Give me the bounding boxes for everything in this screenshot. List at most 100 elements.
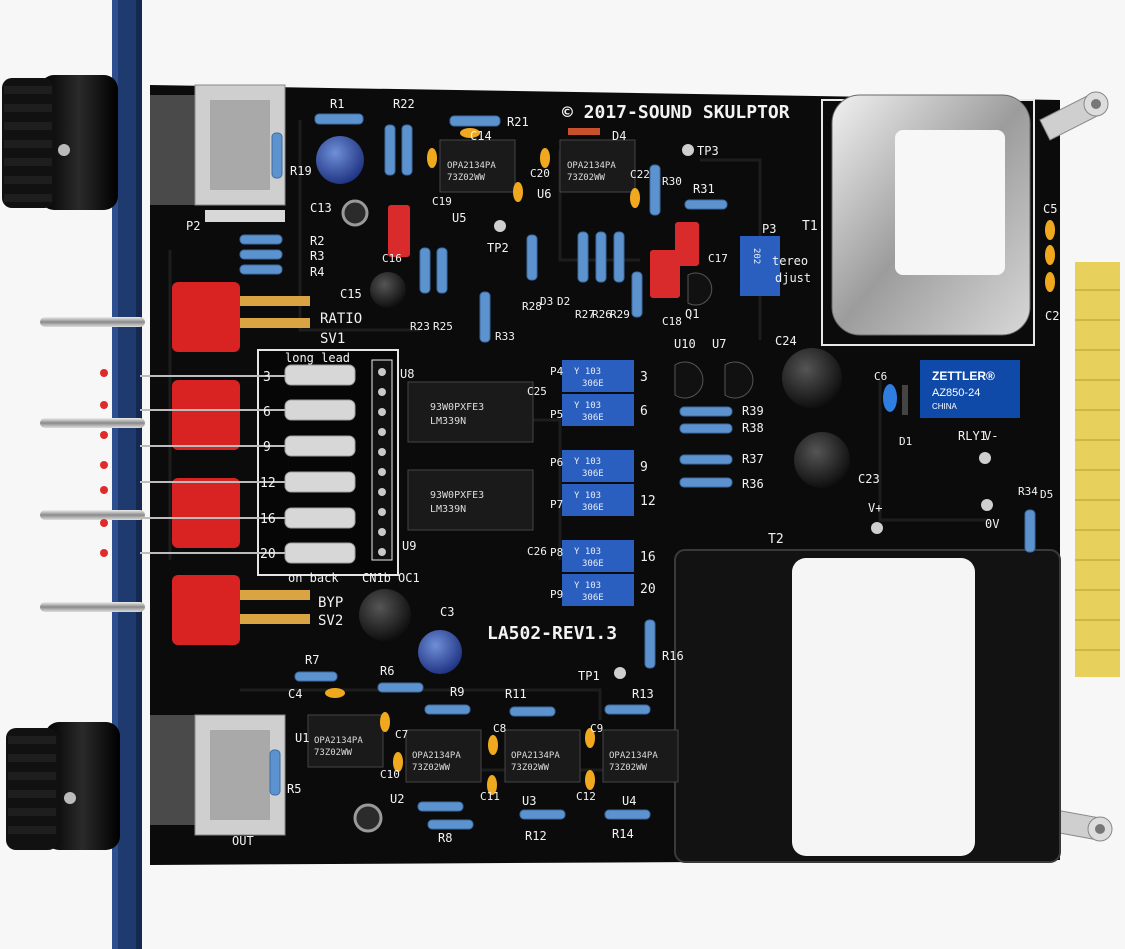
u6-marking: OPA2134PA (567, 161, 616, 171)
label-C8: C8 (493, 722, 506, 735)
relay-origin: CHINA (932, 402, 958, 411)
label-TP3: TP3 (697, 144, 719, 158)
toggle-switch-mid2-icon[interactable] (172, 478, 240, 548)
toggle-switch-byp-icon[interactable] (172, 575, 310, 645)
byp-label: BYP (318, 595, 343, 611)
label-T1: T1 (802, 219, 818, 234)
p7-code: 306E (582, 503, 604, 513)
p5-value: Y 103 (574, 401, 601, 411)
p5-code: 306E (582, 413, 604, 423)
trimmer-p9[interactable]: Y 103 306E (562, 574, 634, 606)
label-D4: D4 (612, 129, 626, 143)
label-C5: C5 (1043, 202, 1057, 216)
designator-labels: R1 R2 R3 R4 R5 R6 R7 R8 R9 R11 R12 R13 R… (186, 97, 1059, 848)
p7-value: Y 103 (574, 491, 601, 501)
label-P7: P7 (550, 498, 563, 511)
p3-value: 202 (751, 248, 761, 264)
trim-value-12: 12 (640, 494, 656, 509)
label-C6: C6 (874, 370, 887, 383)
label-R4: R4 (310, 265, 324, 279)
toggle-switch-ratio-icon[interactable] (172, 282, 310, 352)
toggle-levers[interactable] (40, 317, 145, 612)
ic-u6: OPA2134PA 73Z02WW (559, 139, 636, 193)
standoff-top (1039, 91, 1109, 141)
trim-value-16: 16 (640, 550, 656, 565)
sw2-label: SV2 (318, 613, 343, 629)
label-T2: T2 (768, 532, 784, 547)
label-U1: U1 (295, 731, 309, 745)
ratio-label: RATIO (320, 311, 362, 327)
label-R38: R38 (742, 421, 764, 435)
ratio-values: 3 6 9 12 16 20 3 6 9 12 16 20 (260, 370, 656, 597)
u9-part: LM339N (430, 504, 466, 515)
label-C22: C22 (630, 168, 650, 181)
label-R39: R39 (742, 404, 764, 418)
label-R33: R33 (495, 330, 515, 343)
label-P5: P5 (550, 408, 563, 421)
label-U7: U7 (712, 337, 726, 351)
ratio-value-6: 6 (263, 405, 271, 420)
label-U5: U5 (452, 211, 466, 225)
label-C18: C18 (662, 315, 682, 328)
label-TP2: TP2 (487, 241, 509, 255)
label-D5: D5 (1040, 488, 1053, 501)
ratio-value-3: 3 (263, 370, 271, 385)
diode-d1 (902, 385, 908, 415)
label-C14: C14 (470, 129, 492, 143)
p8-value: Y 103 (574, 547, 601, 557)
sw1-label: SV1 (320, 331, 345, 347)
label-C12: C12 (576, 790, 596, 803)
label-R12: R12 (525, 829, 547, 843)
label-U6: U6 (537, 187, 551, 201)
p6-code: 306E (582, 469, 604, 479)
u8-part: LM339N (430, 416, 466, 427)
trimmer-p6[interactable]: Y 103 306E (562, 450, 634, 482)
label-C3: C3 (440, 605, 454, 619)
label-C17: C17 (708, 252, 728, 265)
toggle-switch-mid1-icon[interactable] (172, 380, 240, 450)
trim-value-3: 3 (640, 370, 648, 385)
label-C25: C25 (527, 385, 547, 398)
label-C2: C2 (1045, 309, 1059, 323)
p4-value: Y 103 (574, 367, 601, 377)
label-P9: P9 (550, 588, 563, 601)
relay-rly1-icon: ZETTLER® AZ850-24 CHINA (920, 360, 1020, 418)
trimmer-p4[interactable]: Y 103 306E (562, 360, 634, 392)
revision-label: LA502-REV1.3 (487, 623, 617, 644)
film-caps (388, 205, 699, 298)
label-C23: C23 (858, 472, 880, 486)
trimmer-p7[interactable]: Y 103 306E (562, 484, 634, 516)
u4-date: 73Z02WW (609, 763, 648, 773)
label-C20: C20 (530, 167, 550, 180)
transformer-t1-icon (821, 94, 1035, 346)
label-R34: R34 (1018, 485, 1038, 498)
label-R21: R21 (507, 115, 529, 129)
p9-value: Y 103 (574, 581, 601, 591)
label-R9: R9 (450, 685, 464, 699)
knob-top-icon[interactable] (2, 75, 118, 210)
trimmer-p3[interactable]: 202 (740, 236, 780, 296)
label-R23: R23 (410, 320, 430, 333)
label-TP1: TP1 (578, 669, 600, 683)
label-D1: D1 (899, 435, 912, 448)
trimmer-p8[interactable]: Y 103 306E (562, 540, 634, 572)
label-R7: R7 (305, 653, 319, 667)
label-C10: C10 (380, 768, 400, 781)
label-P4: P4 (550, 365, 564, 378)
label-R37: R37 (742, 452, 764, 466)
label-D2: D2 (557, 295, 570, 308)
label-R2: R2 (310, 234, 324, 248)
ratio-value-20: 20 (260, 547, 276, 562)
p9-code: 306E (582, 593, 604, 603)
trimmer-p5[interactable]: Y 103 306E (562, 394, 634, 426)
mount-holes (341, 199, 383, 833)
trim-value-20: 20 (640, 582, 656, 597)
label-P6: P6 (550, 456, 563, 469)
knob-bottom-icon[interactable] (6, 722, 120, 850)
transformer-t2-icon (674, 549, 1061, 863)
label-R6: R6 (380, 664, 394, 678)
rly1-label: RLY1 (958, 429, 987, 443)
label-C26: C26 (527, 545, 547, 558)
trim-value-9: 9 (640, 460, 648, 475)
